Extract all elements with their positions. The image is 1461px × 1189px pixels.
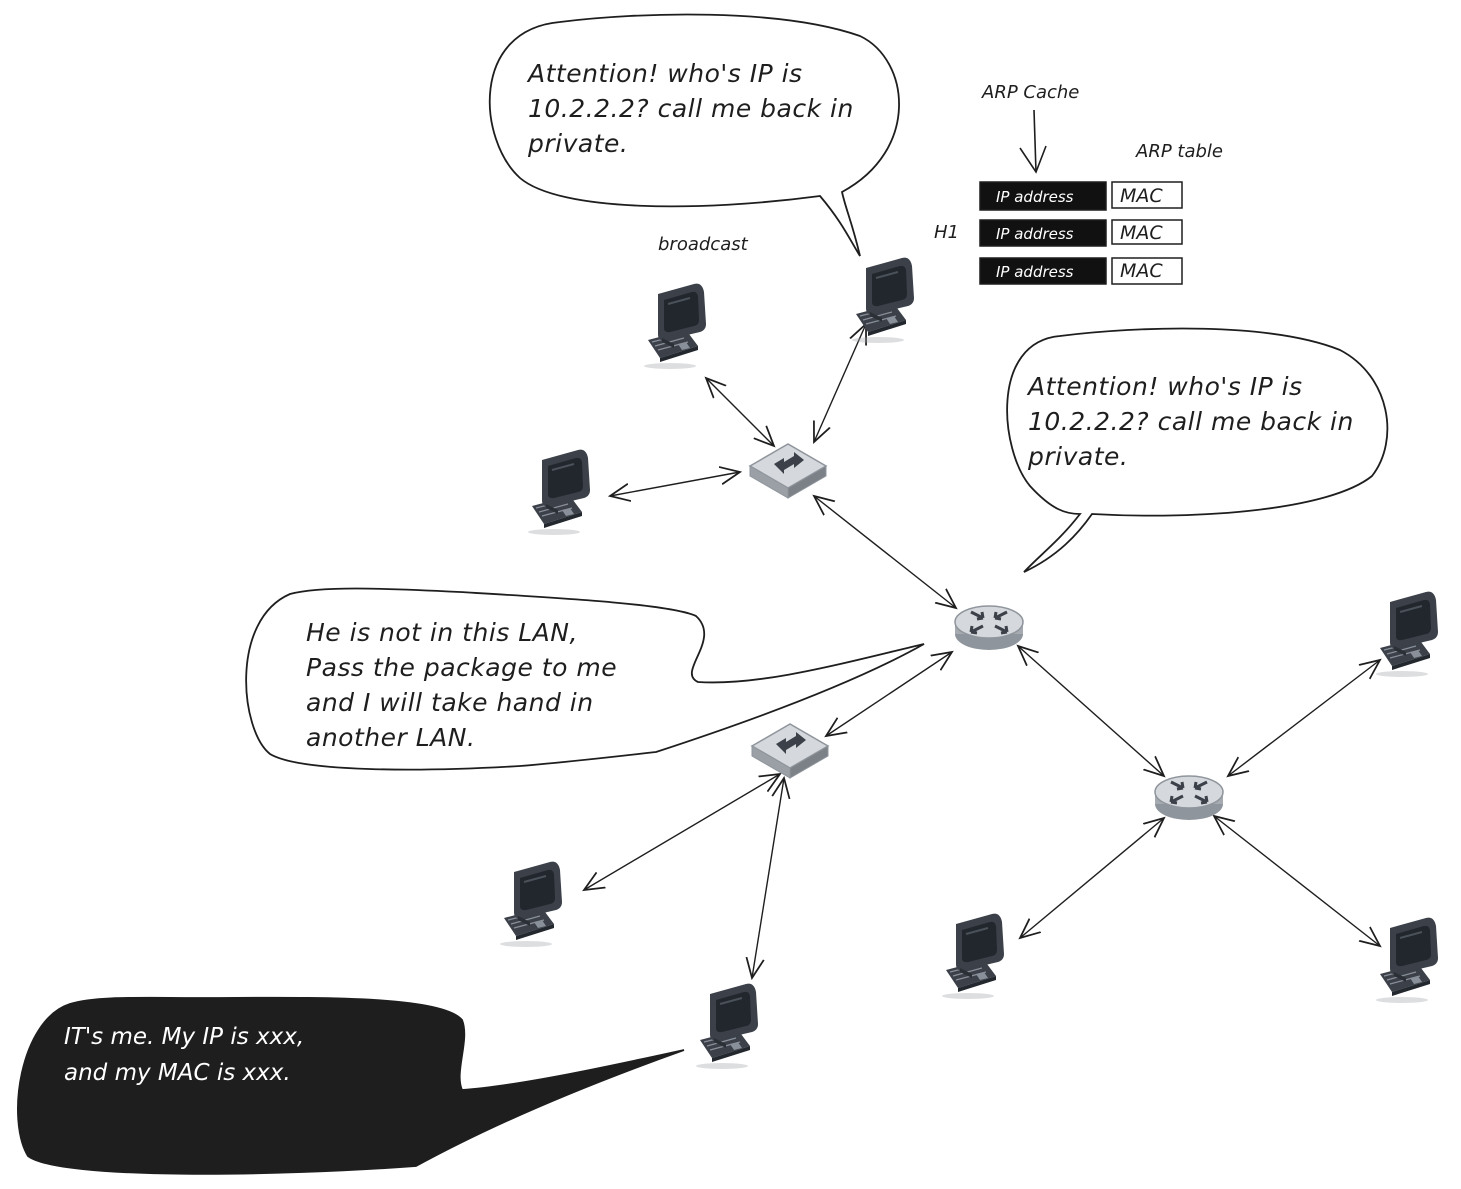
computer-icon — [1375, 916, 1439, 1004]
bubble-right-line-1: Attention! who's IP is — [1026, 372, 1303, 401]
link-router-main-router-right — [1018, 646, 1164, 776]
bubble-reply: IT's me. My IP is xxx, and my MAC is xxx… — [17, 996, 685, 1175]
arp-mac-cell: MAC — [1120, 260, 1163, 282]
link-switch-bottom-pc-bl — [584, 774, 780, 890]
arp-ip-cell: IP address — [996, 263, 1074, 281]
link-pc-h1-switch-top — [814, 324, 866, 442]
link-switch-top-router-main — [814, 496, 956, 608]
bubble-router-line-2: Pass the package to me — [306, 653, 617, 682]
bubble-right-line-3: private. — [1027, 442, 1128, 471]
link-pc-tl-switch-top — [706, 378, 774, 446]
arp-cache-label: ARP Cache — [981, 82, 1079, 103]
bubble-router-line-4: another LAN. — [306, 723, 475, 752]
link-router-right-pc-tr — [1228, 660, 1380, 776]
bubble-top: Attention! who's IP is 10.2.2.2? call me… — [488, 13, 900, 257]
arp-mac-cell: MAC — [1120, 222, 1163, 244]
broadcast-label: broadcast — [658, 234, 749, 255]
computer-icon — [695, 982, 759, 1070]
bubble-router: He is not in this LAN, Pass the package … — [245, 587, 925, 771]
bubble-reply-line-2: and my MAC is xxx. — [64, 1060, 291, 1086]
arp-row: IP address MAC — [979, 257, 1183, 285]
connections — [584, 324, 1380, 978]
link-switch-bottom-pc-reply — [752, 778, 784, 978]
bubble-router-line-1: He is not in this LAN, — [306, 618, 578, 647]
bubble-top-line-2: 10.2.2.2? call me back in — [528, 94, 854, 123]
switch-icon — [749, 443, 827, 499]
switch-icon — [751, 723, 829, 779]
router-icon — [953, 604, 1025, 652]
arp-row: IP address MAC — [979, 181, 1183, 211]
computer-icon — [643, 282, 707, 370]
bubble-top-line-3: private. — [527, 129, 628, 158]
arp-table-label: ARP table — [1135, 141, 1223, 162]
arp-ip-cell: IP address — [996, 188, 1074, 206]
link-router-right-pc-br2 — [1214, 816, 1380, 946]
bubble-top-line-1: Attention! who's IP is — [526, 59, 803, 88]
arp-row: IP address MAC — [979, 219, 1183, 247]
computer-icon — [851, 256, 915, 344]
bubble-reply-line-1: IT's me. My IP is xxx, — [64, 1024, 304, 1050]
computer-icon — [1375, 590, 1439, 678]
bubble-right: Attention! who's IP is 10.2.2.2? call me… — [1006, 327, 1389, 573]
link-router-right-pc-br1 — [1020, 818, 1164, 938]
computer-icon — [941, 912, 1005, 1000]
bubble-router-line-3: and I will take hand in — [306, 688, 594, 717]
arp-cache-arrow — [1019, 109, 1047, 174]
bubble-right-line-2: 10.2.2.2? call me back in — [1028, 407, 1354, 436]
computer-icon — [499, 860, 563, 948]
router-icon — [1153, 774, 1225, 822]
computer-icon — [527, 448, 591, 536]
h1-label: H1 — [934, 222, 959, 243]
arp-ip-cell: IP address — [996, 225, 1074, 243]
arp-mac-cell: MAC — [1120, 185, 1163, 207]
link-router-main-switch-bottom — [826, 652, 952, 736]
arp-table: IP address MAC IP address MAC IP address… — [979, 181, 1183, 285]
link-pc-left-switch-top — [610, 472, 740, 496]
